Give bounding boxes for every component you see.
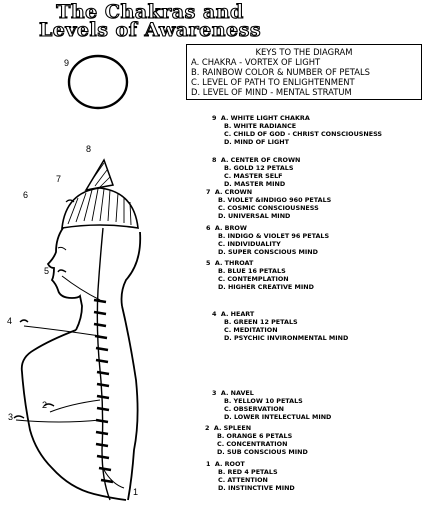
chakra-8-group: 8 A. CENTER OF CROWN B. GOLD 12 PETALS C… bbox=[212, 156, 300, 188]
chakra-9-num: 9 bbox=[212, 114, 217, 122]
figure-label-7: 7 bbox=[56, 174, 62, 184]
chakra-3-b: B. YELLOW 10 PETALS bbox=[224, 397, 303, 405]
chakra-3-d: D. LOWER INTELECTUAL MIND bbox=[224, 413, 332, 421]
chakra-9-b: B. WHITE RADIANCE bbox=[224, 122, 297, 130]
chakra-6-d: D. SUPER CONSCIOUS MIND bbox=[218, 248, 318, 256]
chakra-8-num: 8 bbox=[212, 156, 217, 164]
chakra-4-b: B. GREEN 12 PETALS bbox=[224, 318, 298, 326]
head-profile bbox=[46, 227, 83, 331]
figure-label-2: 2 bbox=[42, 400, 48, 410]
chakra-1-group: 1 A. ROOT B. RED 4 PETALS C. ATTENTION D… bbox=[206, 460, 295, 492]
figure-label-1: 1 bbox=[133, 487, 139, 497]
chakra-5-c: C. CONTEMPLATION bbox=[218, 275, 289, 283]
key-row-c: C. LEVEL OF PATH TO ENLIGHTENMENT bbox=[191, 77, 355, 87]
chakra-9-d: D. MIND OF LIGHT bbox=[224, 138, 289, 146]
key-header: KEYS TO THE DIAGRAM bbox=[255, 47, 353, 57]
chakra-3-group: 3 A. NAVEL B. YELLOW 10 PETALS C. OBSERV… bbox=[212, 389, 331, 421]
chakra-6-group: 6 A. BROW B. INDIGO & VIOLET 96 PETALS C… bbox=[206, 224, 329, 256]
chakra-7-d: D. UNIVERSAL MIND bbox=[218, 212, 291, 220]
chakra-2-group: 2 A. SPLEEN B. ORANGE 6 PETALS C. CONCEN… bbox=[205, 424, 308, 456]
chakra-7-num: 7 bbox=[206, 188, 211, 196]
crown-cone bbox=[84, 158, 115, 192]
chakra-2-c: C. CONCENTRATION bbox=[217, 440, 288, 448]
chakra-4-a: A. HEART bbox=[220, 310, 255, 318]
chakra-4-d: D. PSYCHIC INVIRONMENTAL MIND bbox=[224, 334, 349, 342]
chakra-2-d: D. SUB CONSCIOUS MIND bbox=[217, 448, 308, 456]
key-row-d: D. LEVEL OF MIND - MENTAL STRATUM bbox=[191, 87, 352, 97]
figure-label-4: 4 bbox=[7, 316, 13, 326]
chakra-3-num: 3 bbox=[212, 389, 217, 397]
chakra-7-c: C. COSMIC CONSCIOUSNESS bbox=[218, 204, 319, 212]
diagram-key-box: KEYS TO THE DIAGRAM A. CHAKRA - VORTEX O… bbox=[186, 44, 422, 100]
chakra-1-num: 1 bbox=[206, 460, 211, 468]
white-light-circle bbox=[67, 54, 129, 110]
chakra-6-a: A. BROW bbox=[214, 224, 247, 232]
figure-label-9: 9 bbox=[64, 58, 70, 68]
chakra-2-a: A. SPLEEN bbox=[213, 424, 252, 432]
key-row-a: A. CHAKRA - VORTEX OF LIGHT bbox=[191, 57, 321, 67]
chakra-1-d: D. INSTINCTIVE MIND bbox=[218, 484, 295, 492]
key-row-b: B. RAINBOW COLOR & NUMBER OF PETALS bbox=[191, 67, 370, 77]
chakra-4-c: C. MEDITATION bbox=[224, 326, 278, 334]
spine bbox=[96, 227, 111, 501]
title-line-1: The Chakras and bbox=[56, 1, 244, 23]
chakra-6-b: B. INDIGO & VIOLET 96 PETALS bbox=[218, 232, 330, 240]
chakra-5-b: B. BLUE 16 PETALS bbox=[218, 267, 286, 275]
chakra-8-d: D. MASTER MIND bbox=[224, 180, 286, 188]
chakra-9-c: C. CHILD OF GOD - CHRIST CONSCIOUSNESS bbox=[224, 130, 382, 138]
chakra-1-c: C. ATTENTION bbox=[218, 476, 268, 484]
chakra-9-a: A. WHITE LIGHT CHAKRA bbox=[220, 114, 310, 122]
torso-front bbox=[20, 329, 127, 501]
chakra-4-num: 4 bbox=[212, 310, 217, 318]
chakra-7-a: A. CROWN bbox=[214, 188, 253, 196]
chakra-8-b: B. GOLD 12 PETALS bbox=[224, 164, 294, 172]
chakra-5-d: D. HIGHER CREATIVE MIND bbox=[218, 283, 314, 291]
title-line-2: Levels of Awareness bbox=[38, 19, 262, 41]
chakra-1-b: B. RED 4 PETALS bbox=[218, 468, 278, 476]
chakra-5-group: 5 A. THROAT B. BLUE 16 PETALS C. CONTEMP… bbox=[206, 259, 314, 291]
chakra-8-c: C. MASTER SELF bbox=[224, 172, 283, 180]
chakra-7-group: 7 A. CROWN B. VIOLET &INDIGO 960 PETALS … bbox=[206, 188, 331, 220]
chakra-3-a: A. NAVEL bbox=[220, 389, 254, 397]
chakra-4-group: 4 A. HEART B. GREEN 12 PETALS C. MEDITAT… bbox=[212, 310, 348, 342]
chakra-6-c: C. INDIVIDUALITY bbox=[218, 240, 281, 248]
chakra-3-c: C. OBSERVATION bbox=[224, 405, 285, 413]
figure-label-6: 6 bbox=[23, 190, 29, 200]
chakra-8-a: A. CENTER OF CROWN bbox=[220, 156, 301, 164]
figure-label-5: 5 bbox=[44, 266, 50, 276]
torso-back bbox=[121, 305, 139, 501]
chakra-5-a: A. THROAT bbox=[214, 259, 254, 267]
chakra-5-num: 5 bbox=[206, 259, 211, 267]
chakra-1-a: A. ROOT bbox=[214, 460, 245, 468]
chakra-2-b: B. ORANGE 6 PETALS bbox=[217, 432, 293, 440]
figure-label-8: 8 bbox=[86, 144, 92, 154]
vertebrae bbox=[93, 298, 114, 484]
figure-label-3: 3 bbox=[8, 412, 14, 422]
chakra-9-group: 9 A. WHITE LIGHT CHAKRA B. WHITE RADIANC… bbox=[212, 114, 382, 146]
chakra-7-b: B. VIOLET &INDIGO 960 PETALS bbox=[218, 196, 332, 204]
chakra-2-num: 2 bbox=[205, 424, 210, 432]
crown-petals bbox=[61, 187, 139, 229]
chakra-6-num: 6 bbox=[206, 224, 211, 232]
